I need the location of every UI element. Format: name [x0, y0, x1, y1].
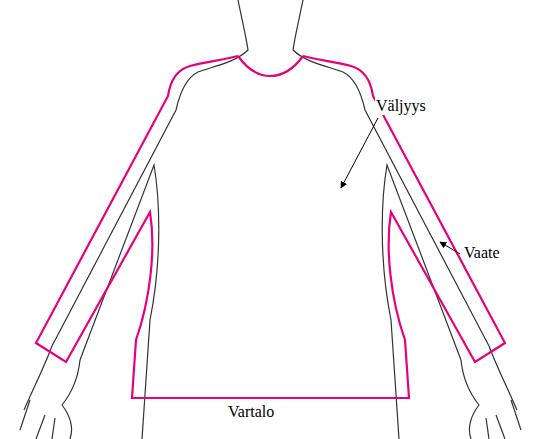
body-outline: [20, 0, 521, 439]
callout-label: Vaate: [463, 244, 501, 262]
callout-label: Väljyys: [375, 97, 427, 115]
part-label: Vartalo: [227, 403, 275, 421]
leader-lines: [341, 118, 460, 254]
garment-outline: [36, 56, 505, 398]
